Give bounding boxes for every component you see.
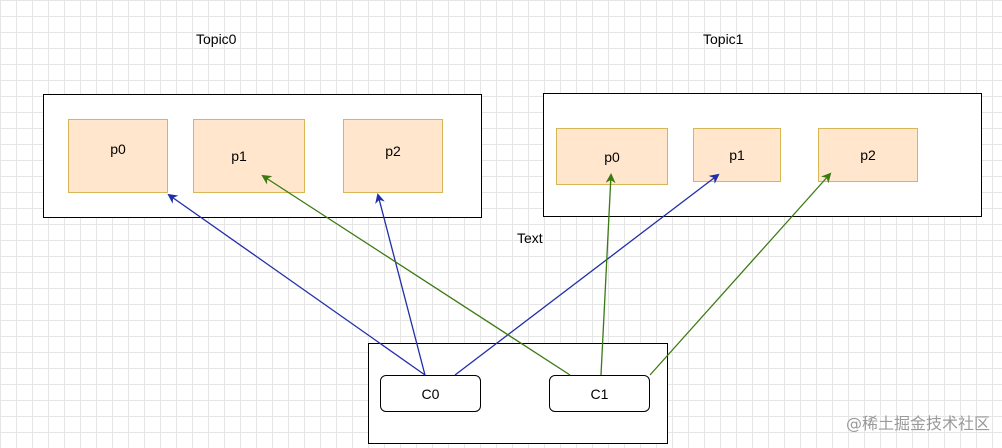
partition-label: p2 bbox=[385, 143, 401, 159]
arrow-c1-topic1-p0[interactable] bbox=[600, 173, 616, 376]
topic0-partition-p0[interactable]: p0 bbox=[68, 119, 168, 193]
partition-label: p1 bbox=[729, 147, 745, 163]
partition-label: p0 bbox=[110, 141, 126, 157]
consumer-c1[interactable]: C1 bbox=[549, 375, 650, 412]
arrow-c0-topic0-p0[interactable] bbox=[167, 193, 426, 376]
arrow-c0-topic1-p1[interactable] bbox=[454, 173, 720, 376]
watermark-text: @稀土掘金技术社区 bbox=[845, 414, 990, 433]
arrow-c0-topic0-p2[interactable] bbox=[375, 193, 426, 376]
topic1-title: Topic1 bbox=[703, 31, 744, 47]
consumer-label: C0 bbox=[421, 385, 440, 402]
partition-label: p1 bbox=[231, 148, 247, 164]
arrow-c1-topic1-p2[interactable] bbox=[649, 172, 832, 376]
arrow-c1-topic0-p1[interactable] bbox=[261, 174, 571, 376]
topic0-partition-p2[interactable]: p2 bbox=[343, 119, 443, 193]
topic1-partition-p0[interactable]: p0 bbox=[556, 128, 668, 185]
partition-label: p2 bbox=[860, 147, 876, 163]
floating-text: Text bbox=[517, 230, 543, 246]
consumer-label: C1 bbox=[590, 385, 609, 402]
partition-label: p0 bbox=[604, 148, 620, 165]
topic0-title: Topic0 bbox=[196, 31, 237, 47]
topic1-partition-p1[interactable]: p1 bbox=[693, 128, 781, 182]
consumer-c0[interactable]: C0 bbox=[380, 375, 481, 412]
topic0-partition-p1[interactable]: p1 bbox=[193, 119, 305, 193]
topic1-partition-p2[interactable]: p2 bbox=[818, 128, 918, 182]
